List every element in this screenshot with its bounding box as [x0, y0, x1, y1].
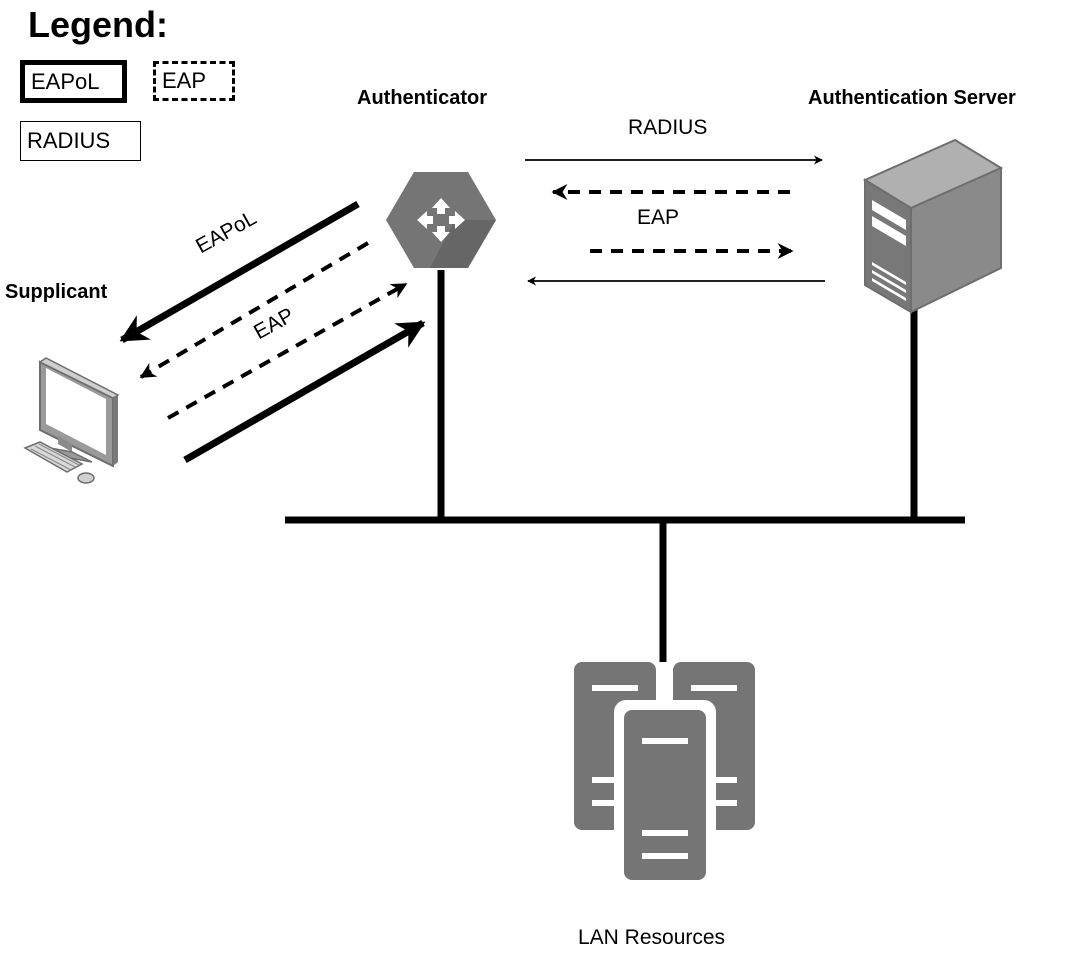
legend-eap-label: EAP: [162, 68, 207, 93]
eapol-arrow-to-supplicant: [119, 200, 360, 344]
legend-title: Legend:: [28, 4, 168, 45]
router-icon[interactable]: [386, 172, 496, 268]
lan-resources-label: LAN Resources: [578, 926, 726, 949]
lan-servers-icon[interactable]: [574, 662, 755, 888]
legend-eapol-box: EAPoL: [20, 60, 127, 103]
legend-radius-label: RADIUS: [27, 128, 111, 153]
radius-edge-label: RADIUS: [628, 116, 708, 139]
legend-eapol-label: EAPoL: [31, 68, 100, 94]
eap-server-edge-label: EAP: [637, 206, 680, 229]
authenticator-label: Authenticator: [357, 87, 487, 109]
eap-arrow-to-supplicant: [139, 241, 370, 379]
computer-icon[interactable]: [23, 357, 120, 484]
auth-server-label: Authentication Server: [808, 87, 1016, 109]
legend-eap-box: EAP: [153, 61, 235, 101]
eap-arrow-to-authenticator-2: [167, 282, 408, 420]
legend-radius-box: RADIUS: [20, 121, 141, 161]
server-icon[interactable]: [862, 138, 1004, 314]
eapol-arrow-to-authenticator: [183, 319, 426, 464]
supplicant-label: Supplicant: [5, 281, 108, 303]
